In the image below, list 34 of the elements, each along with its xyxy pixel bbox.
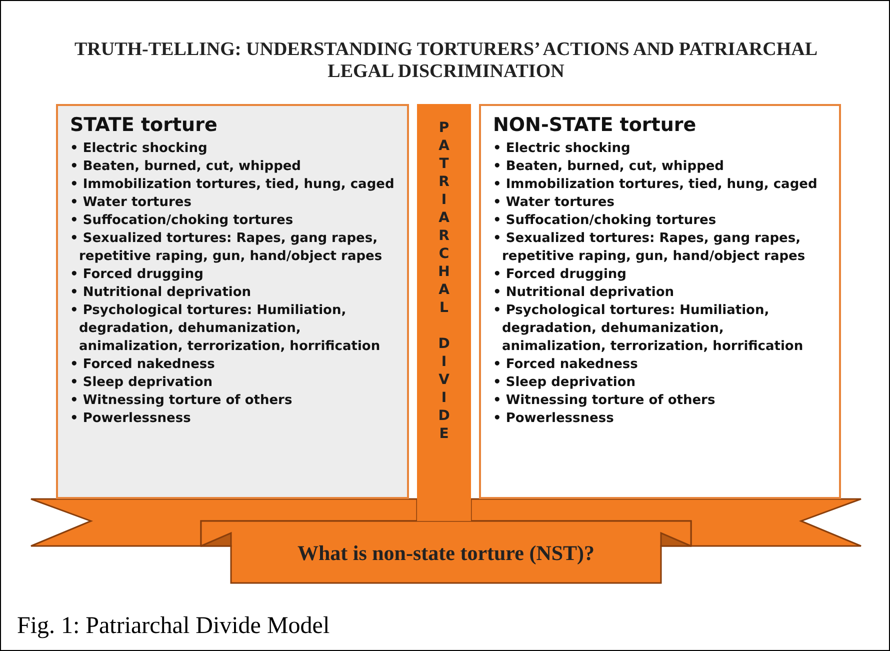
bullet-item: • Water tortures <box>493 194 616 212</box>
bullet-item: • Beaten, burned, cut, whipped <box>70 158 302 176</box>
bullet-item: • Suffocation/choking tortures <box>70 212 294 230</box>
bullet-item: • Sexualized tortures: Rapes, gang rapes, repetitive raping, gun, hand/object rapes <box>493 230 806 266</box>
bullet-item: • Forced nakedness <box>493 356 639 374</box>
bullet-item: • Witnessing torture of others <box>70 392 294 410</box>
bullet-item: • Powerlessness <box>493 410 615 428</box>
bullet-item: • Electric shocking <box>70 140 208 158</box>
bullet-item: • Forced drugging <box>493 266 628 284</box>
bullet-item: • Psychological tortures: Humiliation, degradation, dehumanization, animalization, terrorization, horrification <box>70 302 382 356</box>
bullet-item: • Water tortures <box>70 194 192 212</box>
bullet-item: • Sleep deprivation <box>70 374 214 392</box>
bullet-item: • Immobilization tortures, tied, hung, caged <box>493 176 818 194</box>
bullet-item: • Forced nakedness <box>70 356 216 374</box>
bullet-item: • Immobilization tortures, tied, hung, caged <box>70 176 396 194</box>
bullet-item: • Beaten, burned, cut, whipped <box>493 158 725 176</box>
bullet-item: • Psychological tortures: Humiliation, degradation, dehumanization, animalization, terrorization, horrification <box>493 302 804 356</box>
bullet-item: • Sleep deprivation <box>493 374 637 392</box>
text-panel <box>479 104 841 499</box>
bullet-item: • Electric shocking <box>493 140 632 158</box>
panel-heading: NON-STATE torture <box>493 114 698 136</box>
bullet-item: • Forced drugging <box>70 266 204 284</box>
divider-bar <box>417 104 471 521</box>
text-panel <box>56 104 409 499</box>
bullet-item: • Suffocation/choking tortures <box>493 212 718 230</box>
bullet-item: • Witnessing torture of others <box>493 392 716 410</box>
bullet-item: • Powerlessness <box>70 410 192 428</box>
title: TRUTH-TELLING: UNDERSTANDING TORTURERS’ ACTIONS AND PATRIARCHAL LEGAL DISCRIMINATION <box>73 39 819 83</box>
vertical-label: PATRIARCHAL DIVIDE <box>436 120 452 444</box>
bullet-item: • Sexualized tortures: Rapes, gang rapes, repetitive raping, gun, hand/object rapes <box>70 230 384 266</box>
bullet-item: • Nutritional deprivation <box>70 284 252 302</box>
figure-caption: Fig. 1: Patriarchal Divide Model <box>17 613 330 640</box>
panel-heading: STATE torture <box>70 114 218 136</box>
bullet-item: • Nutritional deprivation <box>493 284 676 302</box>
